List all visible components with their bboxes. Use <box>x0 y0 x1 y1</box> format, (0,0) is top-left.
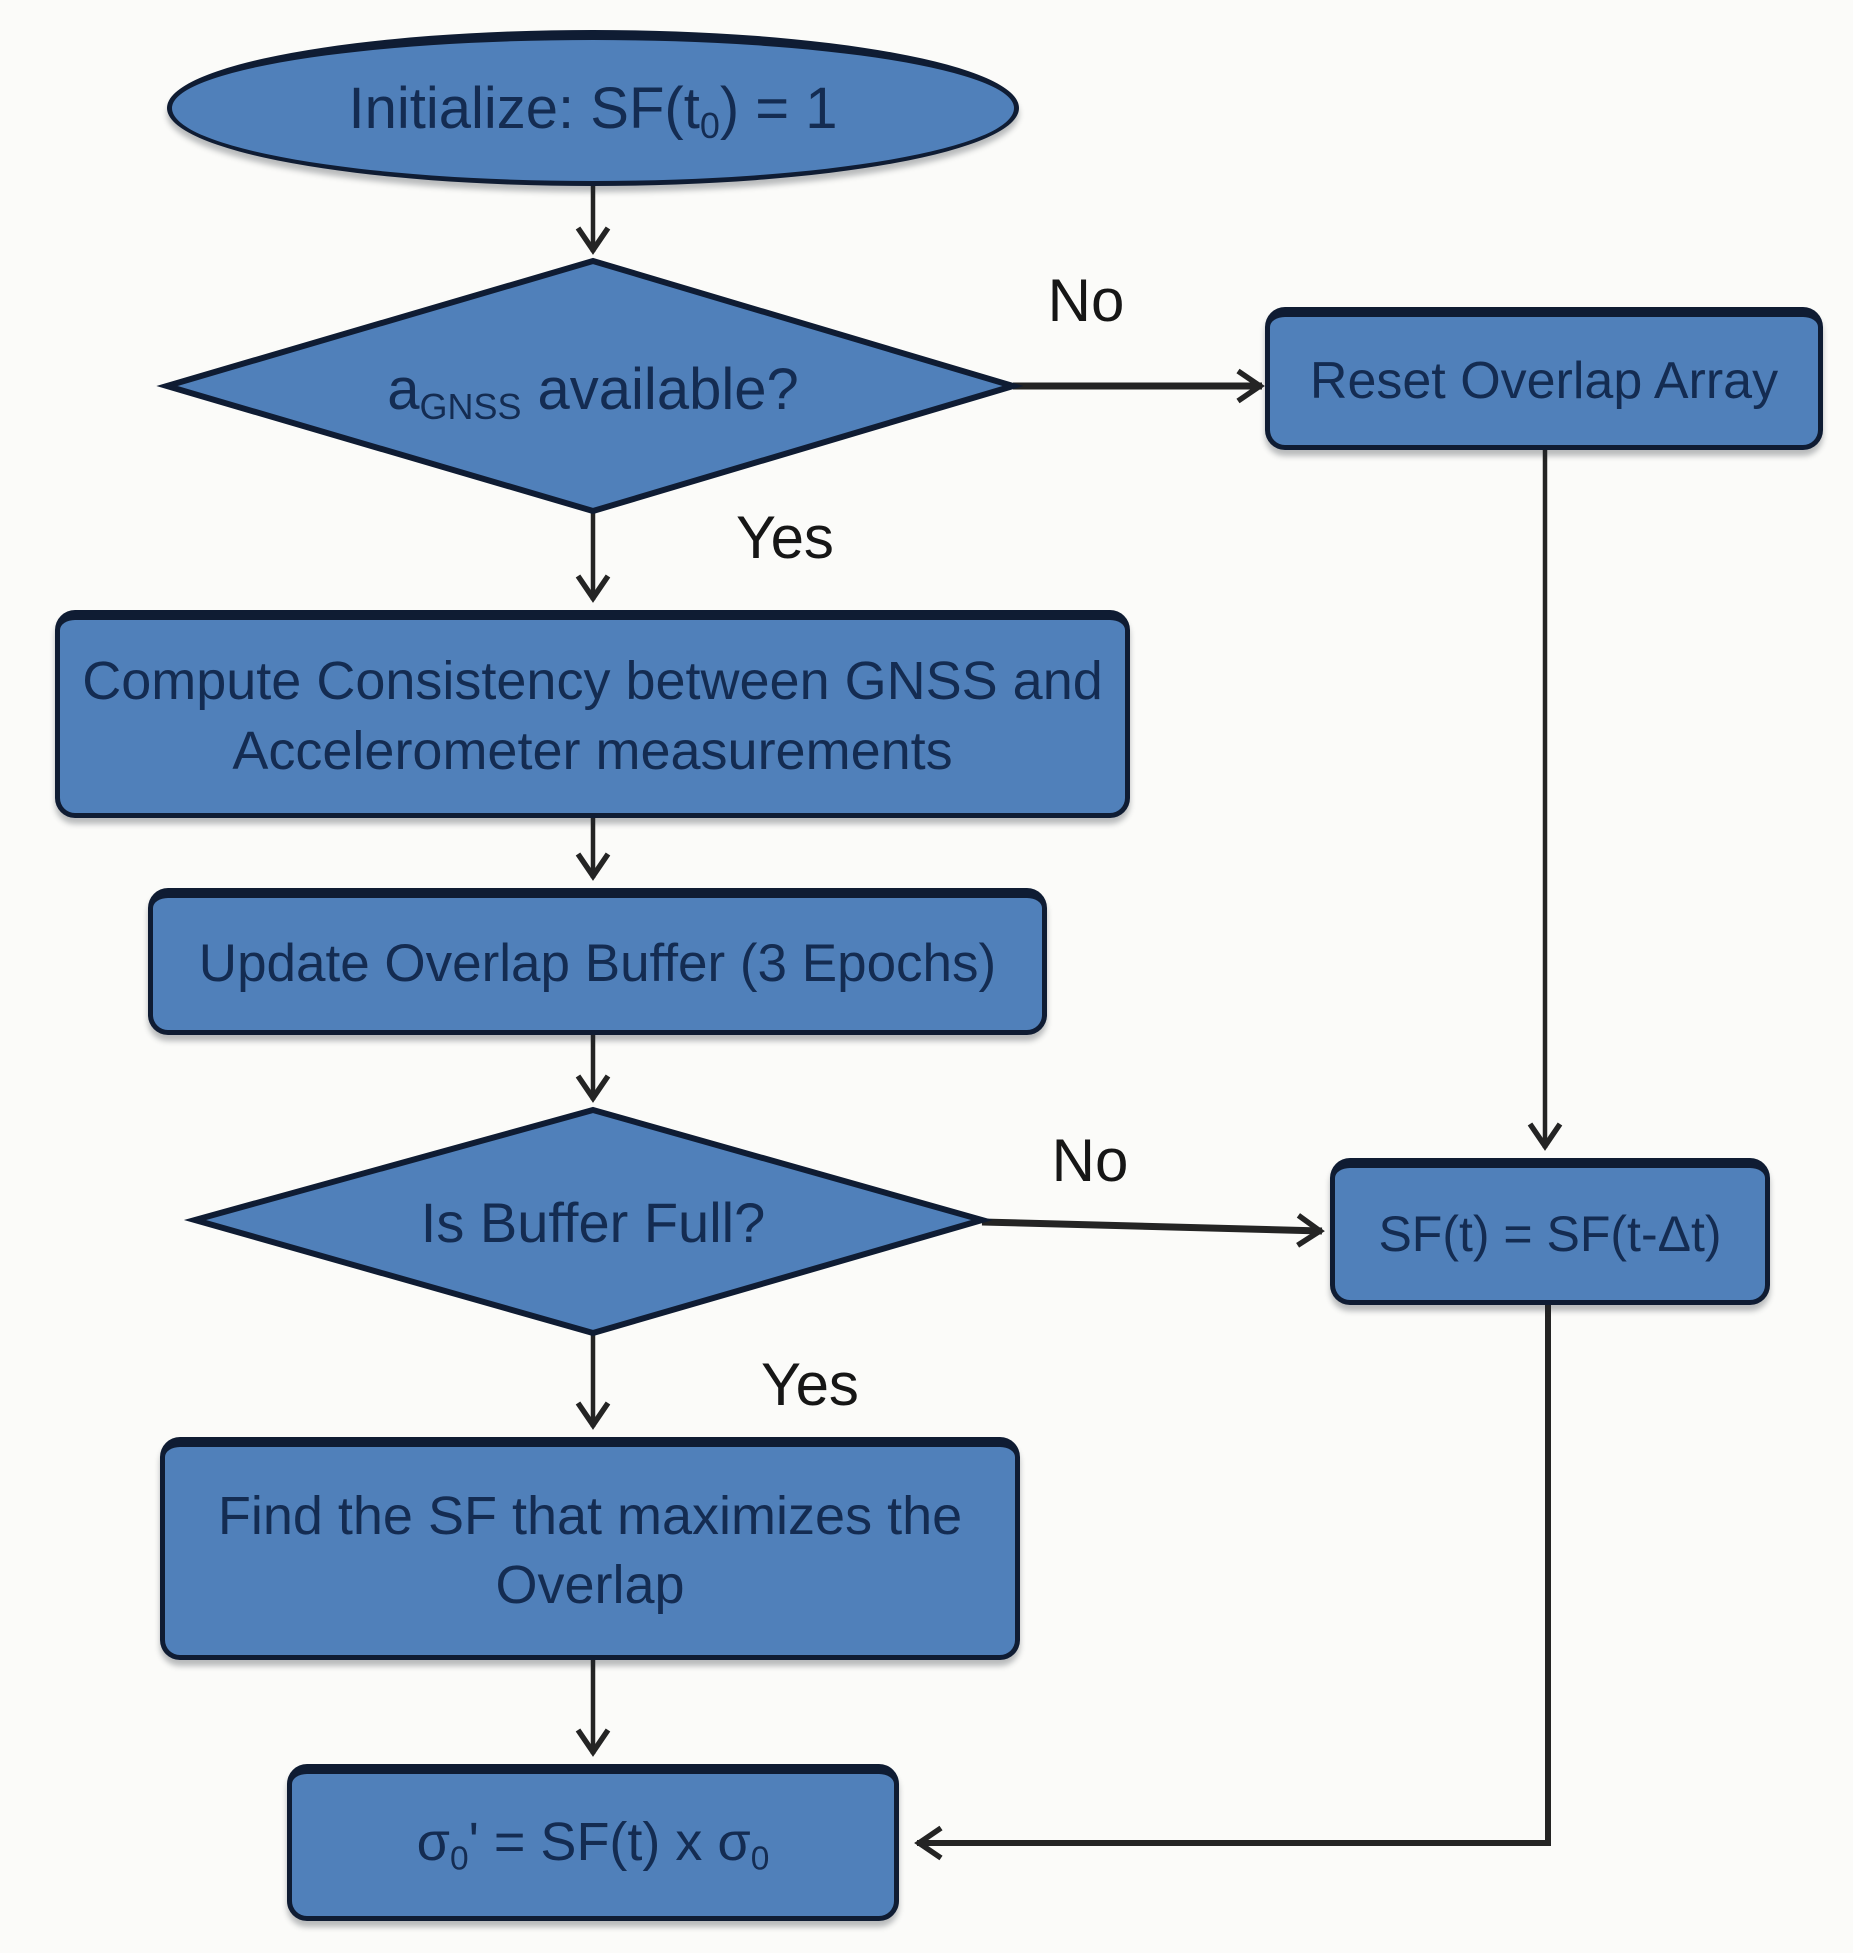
edge-label-gnss-yes: Yes <box>736 504 834 571</box>
reset-overlap-array-label: Reset Overlap Array <box>1309 351 1779 410</box>
buffer-full-decision-text: Is Buffer Full? <box>420 1191 766 1254</box>
gnss-available-decision-label: aGNSS available? <box>263 330 923 455</box>
buffer-full-decision-label: Is Buffer Full? <box>293 1160 893 1285</box>
update-overlap-buffer-label: Update Overlap Buffer (3 Epochs) <box>198 934 997 994</box>
start-node-label: Initialize: SF(t0) = 1 <box>348 75 838 147</box>
sf-hold-node: SF(t) = SF(t-Δt) <box>1330 1158 1770 1305</box>
output-sigma-node: σ0' = SF(t) x σ0 <box>287 1764 899 1921</box>
edge-label-buffer-no: No <box>1051 1127 1129 1194</box>
start-node: Initialize: SF(t0) = 1 <box>167 30 1019 186</box>
edge-label-gnss-no: No <box>1047 267 1125 334</box>
edge-sf-hold-to-output <box>914 1305 1551 1861</box>
buffer-full-decision-diamond <box>183 1106 993 1337</box>
edge-label-buffer-yes: Yes <box>761 1351 859 1418</box>
gnss-available-decision-text: aGNSS available? <box>387 357 799 428</box>
sf-hold-label: SF(t) = SF(t-Δt) <box>1378 1206 1722 1262</box>
edge-buffer-no-to-sf-hold <box>981 1213 1325 1248</box>
output-sigma-label: σ0' = SF(t) x σ0 <box>416 1812 770 1878</box>
reset-overlap-array-node: Reset Overlap Array <box>1265 307 1823 450</box>
update-overlap-buffer-node: Update Overlap Buffer (3 Epochs) <box>148 888 1047 1035</box>
gnss-available-decision-diamond <box>156 257 1024 515</box>
